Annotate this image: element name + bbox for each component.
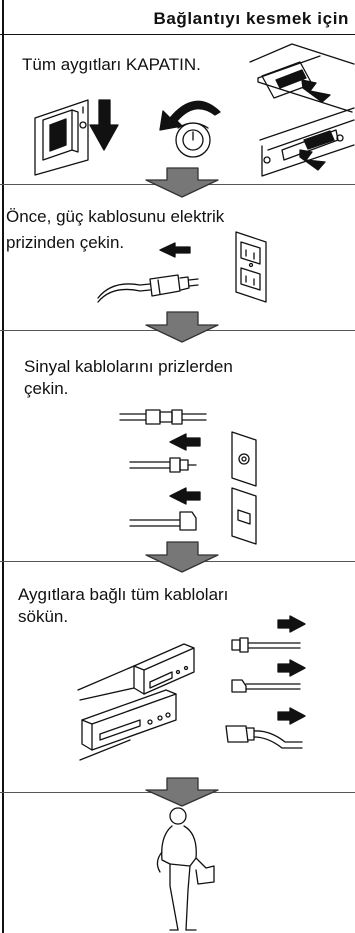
cable-end-icon bbox=[231, 637, 301, 653]
cable-end-icon bbox=[231, 679, 301, 693]
down-arrow-icon bbox=[89, 99, 119, 151]
page-header: Bağlantıyı kesmek için bbox=[0, 0, 355, 35]
step-4-text: Aygıtlara bağlı tüm kabloları bbox=[18, 585, 229, 604]
step-3-text-line2: çekin. bbox=[24, 379, 69, 398]
device-unit-icon bbox=[77, 643, 195, 701]
phone-outlet-icon bbox=[231, 487, 257, 545]
rotate-arrow-icon bbox=[159, 100, 221, 131]
pointer-arrow-icon bbox=[277, 615, 306, 633]
step-arrow-icon bbox=[145, 311, 219, 343]
left-border bbox=[2, 0, 4, 933]
pointer-arrow-icon bbox=[277, 659, 306, 677]
signal-connector-icon bbox=[119, 409, 207, 425]
pointer-arrow-icon bbox=[169, 433, 201, 451]
signal-connector-icon bbox=[129, 457, 197, 473]
step-2-text-line2: prizinden çekin. bbox=[6, 233, 125, 252]
pointer-arrow-icon bbox=[159, 242, 191, 258]
step-arrow-icon bbox=[145, 541, 219, 573]
power-plug-icon bbox=[97, 274, 199, 303]
device-unit-icon bbox=[79, 689, 177, 761]
step-3-text: Sinyal kablolarını prizlerden bbox=[24, 357, 233, 376]
pointer-arrow-icon bbox=[277, 707, 306, 725]
page-title: Bağlantıyı kesmek için bbox=[153, 9, 349, 28]
person-carrying-icon bbox=[156, 807, 215, 931]
step-2-text: Önce, güç kablosunu elektrik bbox=[6, 207, 225, 226]
step-1-text: Tüm aygıtları KAPATIN. bbox=[22, 55, 201, 74]
step-arrow-icon bbox=[145, 777, 219, 807]
rocker-switch-icon bbox=[249, 43, 355, 177]
power-switch-icon bbox=[34, 99, 89, 176]
step-4-text-line2: sökün. bbox=[18, 607, 69, 626]
signal-connector-icon bbox=[129, 511, 197, 531]
dial-knob-icon bbox=[175, 122, 211, 158]
pointer-arrow-icon bbox=[301, 79, 331, 103]
cable-end-icon bbox=[225, 725, 303, 749]
wall-outlet-icon bbox=[235, 231, 267, 303]
coax-outlet-icon bbox=[231, 431, 257, 487]
pointer-arrow-icon bbox=[299, 149, 326, 171]
pointer-arrow-icon bbox=[169, 487, 201, 505]
step-arrow-icon bbox=[145, 167, 219, 198]
